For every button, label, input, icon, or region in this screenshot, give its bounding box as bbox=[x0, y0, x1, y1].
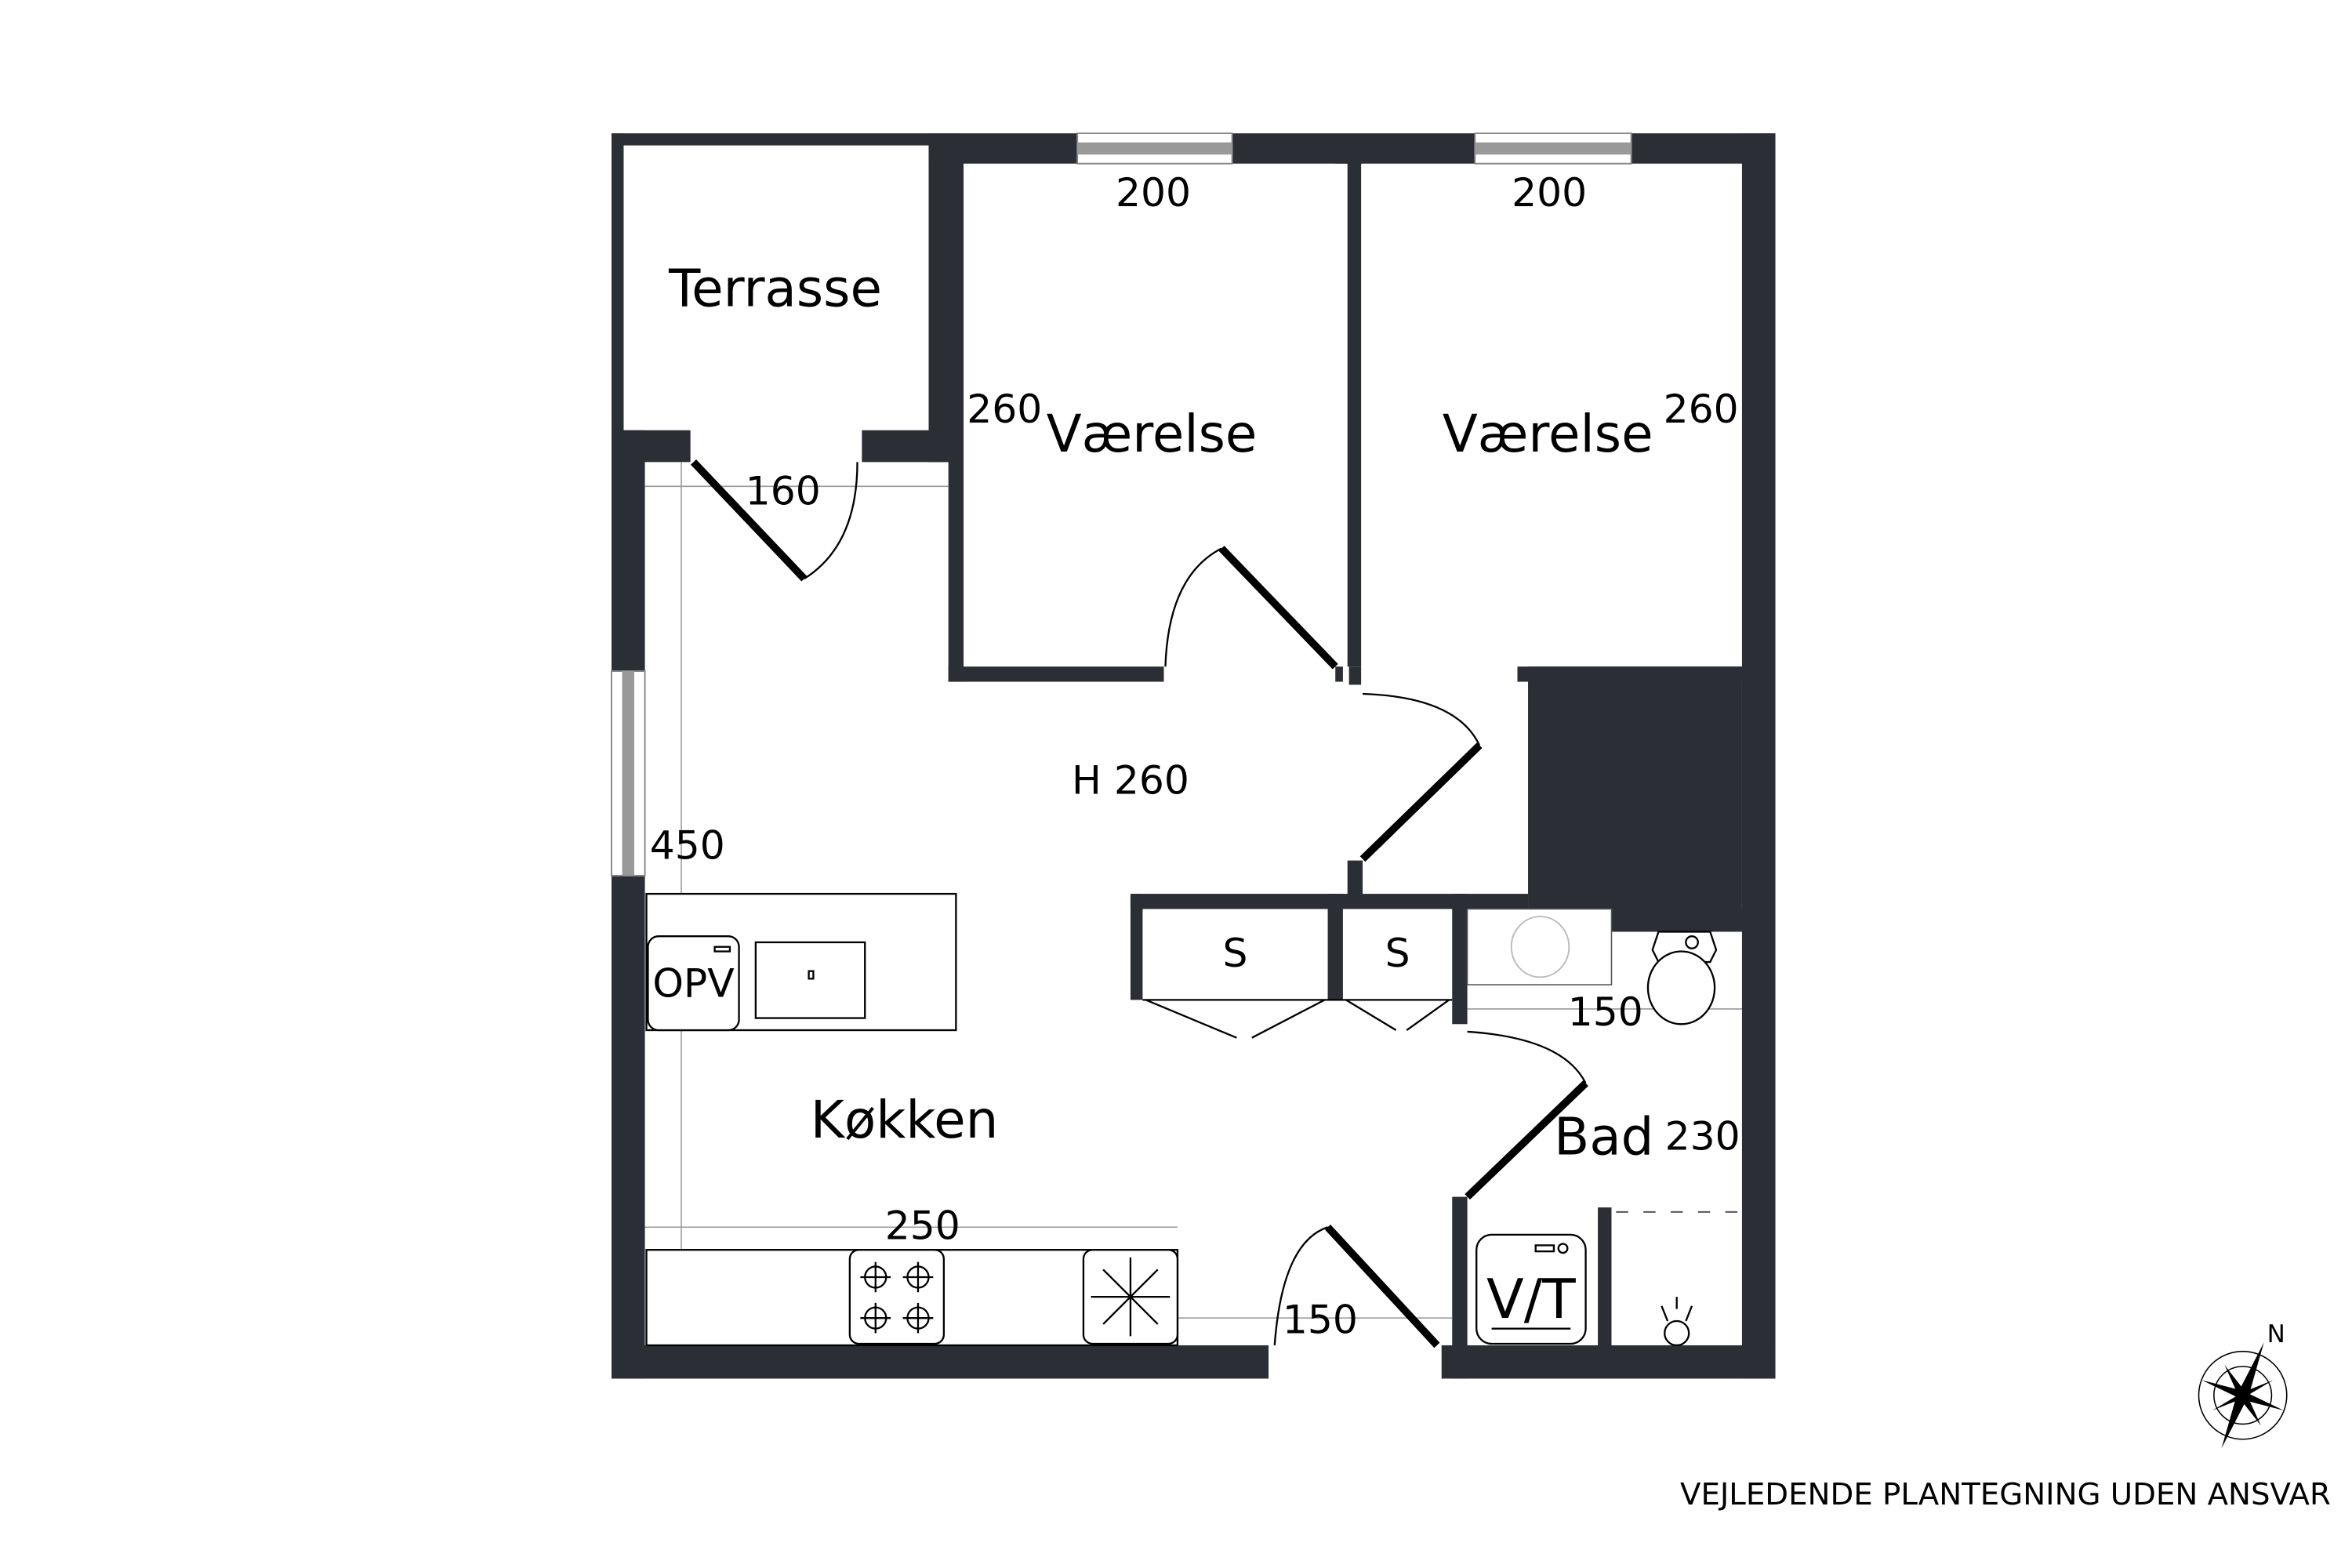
room-label-vaerelse-2: Værelse bbox=[1443, 404, 1653, 464]
dim-vaerelse2-depth: 260 bbox=[1664, 386, 1739, 432]
disclaimer-footer: VEJLEDENDE PLANTEGNING UDEN ANSVAR bbox=[1680, 1477, 2331, 1512]
toilet-icon bbox=[1646, 931, 1718, 1025]
freezer-icon bbox=[1082, 1249, 1179, 1345]
dim-bad-depth: 230 bbox=[1665, 1113, 1740, 1160]
dim-vaerelse1-width: 200 bbox=[1116, 169, 1191, 216]
dim-bad-width: 150 bbox=[1568, 989, 1643, 1035]
washer-dryer: V/T bbox=[1475, 1233, 1587, 1345]
dishwasher bbox=[647, 935, 740, 1032]
room-label-terrasse: Terrasse bbox=[668, 258, 882, 318]
dim-terrasse-width: 160 bbox=[746, 468, 821, 514]
hall-label: H 260 bbox=[1072, 757, 1189, 804]
bath-counter bbox=[1466, 908, 1613, 985]
dim-vaerelse2-width: 200 bbox=[1512, 169, 1587, 216]
dim-koekken-width: 250 bbox=[885, 1203, 960, 1249]
washbasin-icon bbox=[1510, 916, 1570, 978]
stove-icon bbox=[848, 1249, 946, 1345]
walls bbox=[612, 133, 1776, 1379]
doors bbox=[691, 459, 1588, 1348]
room-label-koekken: Køkken bbox=[811, 1090, 998, 1150]
dim-koekken-depth: 450 bbox=[650, 822, 725, 869]
windows bbox=[611, 132, 1632, 877]
room-label-bad: Bad bbox=[1554, 1107, 1653, 1167]
dishwasher-label: OPV bbox=[652, 960, 734, 1007]
compass-letter: N bbox=[2267, 1320, 2285, 1348]
shower-drain-icon bbox=[1661, 1297, 1693, 1347]
dim-vaerelse1-depth: 260 bbox=[967, 386, 1042, 432]
storage-label-2: S bbox=[1385, 930, 1410, 976]
room-label-vaerelse-1: Værelse bbox=[1047, 404, 1258, 464]
compass-icon: N bbox=[2198, 1320, 2288, 1449]
washer-dryer-label: V/T bbox=[1486, 1268, 1576, 1331]
dim-entrance-width: 150 bbox=[1283, 1297, 1358, 1343]
storage-label-1: S bbox=[1223, 930, 1248, 976]
sink bbox=[754, 941, 866, 1019]
